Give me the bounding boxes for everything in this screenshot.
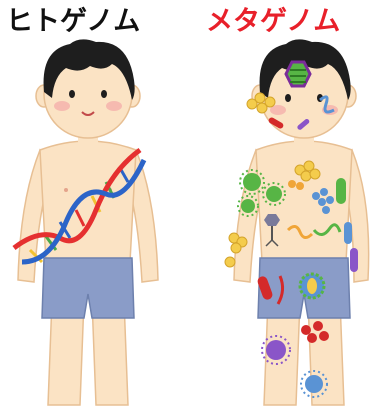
bacteria-icon (336, 178, 346, 204)
bacteria-icon (344, 222, 352, 244)
virus-icon (300, 274, 324, 298)
bacteria-icon (350, 248, 358, 272)
virus-icon (286, 62, 310, 86)
